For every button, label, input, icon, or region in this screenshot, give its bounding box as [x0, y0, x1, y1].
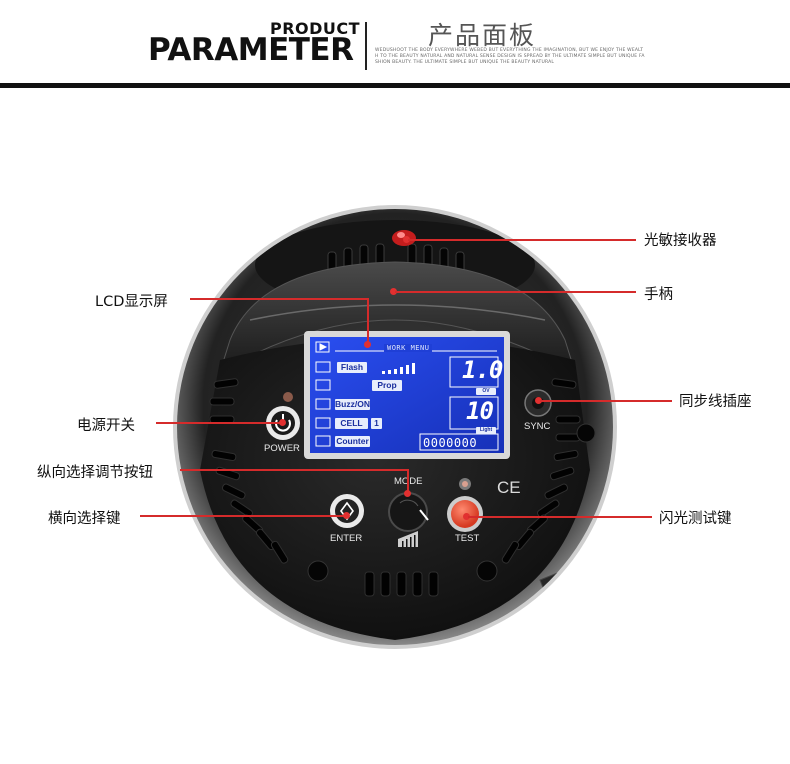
lcd-cell-value: 1	[371, 418, 382, 429]
lcd-buzz-label: Buzz/ON	[335, 399, 370, 410]
lcd-flash-label: Flash	[337, 362, 367, 373]
callout-sync-socket: 同步线插座	[679, 394, 752, 410]
callout-line-test	[468, 516, 652, 518]
power-label: POWER	[264, 443, 300, 454]
lcd-bottom-unit: Light	[476, 427, 496, 434]
header-subtitle-text: WEDUSHOOT THE BODY EVERYWHERE WEBED BUT …	[375, 48, 645, 65]
header-title-big: PARAMETER	[148, 32, 354, 68]
callout-dot-handle	[390, 288, 397, 295]
lcd-counter-value: 0000000	[423, 436, 478, 450]
lcd-prop-label: Prop	[372, 380, 402, 391]
lcd-cell-label: CELL	[335, 418, 368, 429]
lcd-counter-label: Counter	[335, 436, 370, 447]
callout-line-lcd-v	[367, 298, 369, 344]
callout-power-switch: 电源开关	[77, 418, 135, 434]
header-title-cn: 产品面板	[428, 21, 537, 50]
test-label: TEST	[455, 533, 480, 544]
enter-button[interactable]	[330, 494, 364, 528]
callout-line-sync	[540, 400, 672, 402]
callout-line-power	[156, 422, 282, 424]
callout-line-lcd-h	[190, 298, 368, 300]
callout-line-receiver	[408, 239, 636, 241]
header-title-small: PRODUCT	[270, 19, 361, 38]
callout-horizontal-key: 横向选择键	[48, 511, 121, 527]
ce-mark: CE	[497, 478, 521, 497]
callout-line-handle	[395, 291, 636, 293]
callout-dot-sync	[535, 397, 542, 404]
callout-photo-receiver: 光敏接收器	[644, 233, 717, 249]
callout-flash-test-key: 闪光测试键	[659, 511, 732, 527]
lcd-bottom-number: 10	[466, 397, 494, 425]
callout-dot-power	[279, 419, 286, 426]
callout-line-dial-h	[180, 469, 408, 471]
lcd-top-unit: OV	[476, 388, 496, 395]
sync-label: SYNC	[524, 421, 551, 432]
header-divider	[365, 22, 367, 70]
callout-dot-test	[463, 513, 470, 520]
callout-line-dial-v	[407, 469, 409, 493]
page-header: PRODUCT PARAMETER 产品面板 WEDUSHOOT THE BOD…	[0, 0, 790, 90]
lcd-menu-title: WORK MENU	[384, 344, 433, 352]
header-rule	[0, 83, 790, 88]
callout-handle: 手柄	[644, 287, 673, 303]
mode-dial[interactable]	[389, 493, 427, 531]
callout-dot-dial	[404, 490, 411, 497]
callout-dot-lcd	[364, 341, 371, 348]
callout-vertical-dial: 纵向选择调节按钮	[37, 465, 153, 481]
callout-dot-receiver	[403, 236, 410, 243]
callout-lcd-display: LCD显示屏	[95, 294, 168, 310]
callout-dot-enter	[343, 512, 350, 519]
enter-label: ENTER	[330, 533, 363, 544]
lcd-top-number: 1.0	[462, 356, 503, 384]
callout-line-enter	[140, 515, 346, 517]
